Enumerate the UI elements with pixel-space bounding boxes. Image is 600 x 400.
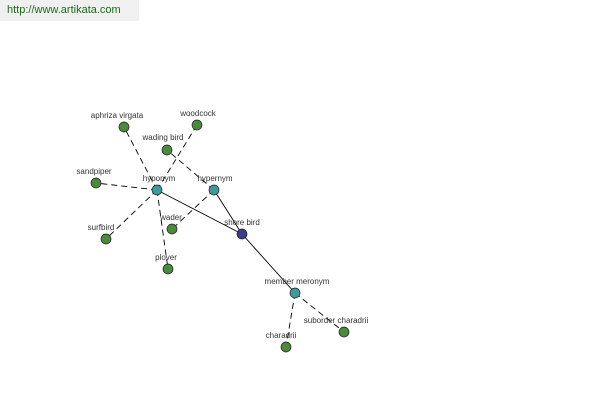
node-wader-dot[interactable] <box>166 223 178 235</box>
node-plover-label: plover <box>155 253 177 262</box>
node-shore-bird[interactable]: shore bird <box>224 218 260 240</box>
node-charadrii-label: charadrii <box>266 331 297 340</box>
node-member-meronym-dot[interactable] <box>289 287 301 299</box>
node-wader-label: wader <box>159 213 182 222</box>
node-shore-bird-dot[interactable] <box>236 228 248 240</box>
edge-hyponym-to-plover <box>156 189 169 270</box>
node-suborder-charadrii-dot[interactable] <box>338 326 350 338</box>
node-sandpiper[interactable]: sandpiper <box>76 167 112 189</box>
node-wading-bird-label: wading bird <box>142 133 184 142</box>
node-suborder-charadrii[interactable]: suborder charadrii <box>304 316 369 338</box>
node-surfbird[interactable]: surfbird <box>88 223 115 245</box>
node-woodcock[interactable]: woodcock <box>179 109 217 131</box>
node-plover-dot[interactable] <box>162 263 174 275</box>
edges-layer <box>95 124 345 348</box>
edge-member-meronym-to-charadrii <box>285 292 296 348</box>
edge-hyponym-to-sandpiper <box>95 182 158 191</box>
node-member-meronym[interactable]: member meronym <box>265 277 330 299</box>
node-aphriza-virgata-dot[interactable] <box>118 121 130 133</box>
node-wading-bird-dot[interactable] <box>161 144 173 156</box>
node-hyponym-dot[interactable] <box>151 184 163 196</box>
node-plover[interactable]: plover <box>155 253 177 275</box>
edge-hyponym-to-woodcock <box>156 124 198 191</box>
node-shore-bird-label: shore bird <box>224 218 260 227</box>
nodes-layer: shore bird hyponym hypernym member meronym a… <box>76 109 369 353</box>
node-aphriza-virgata[interactable]: aphriza virgata <box>91 111 144 133</box>
node-surfbird-dot[interactable] <box>100 233 112 245</box>
node-surfbird-label: surfbird <box>88 223 115 232</box>
edge-hyponym-to-aphriza-virgata <box>123 126 158 191</box>
node-woodcock-label: woodcock <box>179 109 217 118</box>
node-hypernym-label: hypernym <box>197 174 232 183</box>
node-wader[interactable]: wader <box>159 213 182 235</box>
node-sandpiper-dot[interactable] <box>90 177 102 189</box>
node-hypernym-dot[interactable] <box>208 184 220 196</box>
edge-shore-bird-to-member-meronym <box>241 233 296 294</box>
node-charadrii-dot[interactable] <box>280 341 292 353</box>
node-charadrii[interactable]: charadrii <box>266 331 297 353</box>
edge-hyponym-to-surfbird <box>105 189 158 240</box>
node-aphriza-virgata-label: aphriza virgata <box>91 111 144 120</box>
site-link[interactable]: http://www.artikata.com <box>0 0 139 21</box>
edge-hypernym-to-wader <box>171 189 215 230</box>
node-hypernym[interactable]: hypernym <box>197 174 233 196</box>
node-hyponym-label: hyponym <box>143 174 176 183</box>
node-sandpiper-label: sandpiper <box>76 167 111 176</box>
edge-hypernym-to-wading-bird <box>166 149 215 191</box>
node-woodcock-dot[interactable] <box>191 119 203 131</box>
edge-member-meronym-to-suborder-charadrii <box>294 292 345 333</box>
node-hyponym[interactable]: hyponym <box>143 174 176 196</box>
node-suborder-charadrii-label: suborder charadrii <box>304 316 369 325</box>
node-wading-bird[interactable]: wading bird <box>142 133 184 156</box>
edge-shore-bird-to-hypernym <box>213 189 243 235</box>
node-member-meronym-label: member meronym <box>265 277 330 286</box>
edge-shore-bird-to-hyponym <box>156 189 243 235</box>
